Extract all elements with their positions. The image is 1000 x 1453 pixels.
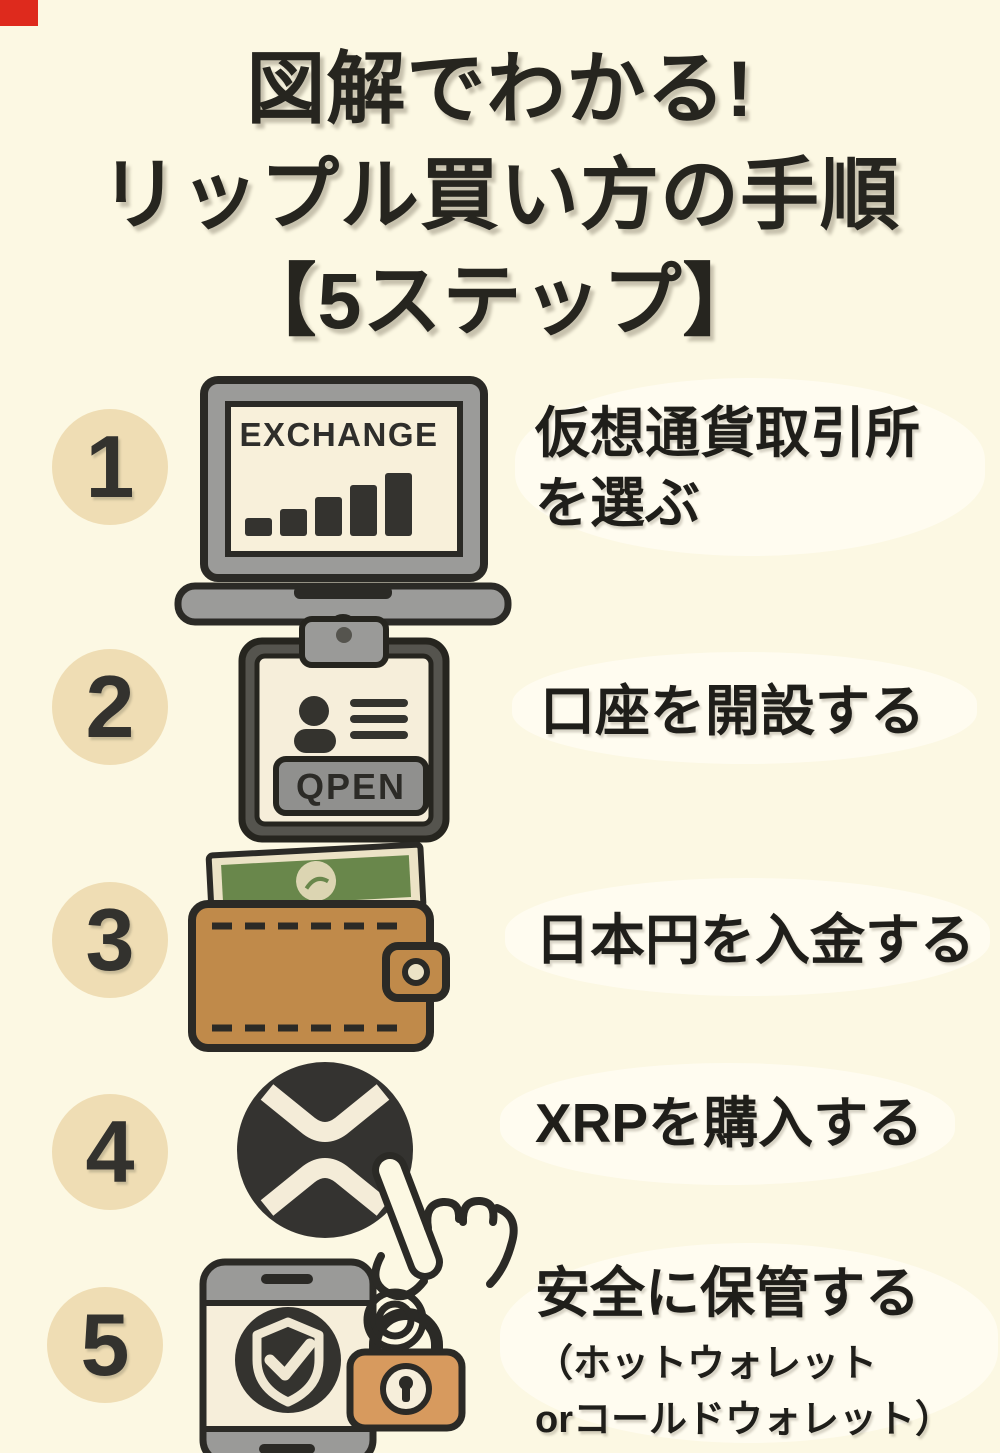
step-1-number-label: 1 bbox=[85, 417, 135, 516]
step-5-label: 安全に保管する （ホットウォレット orコールドウォレット） bbox=[535, 1258, 953, 1448]
step-5-label-line-2: （ホットウォレット bbox=[535, 1343, 878, 1385]
open-button-label: QPEN bbox=[296, 766, 406, 807]
clipboard-id-icon: QPEN bbox=[238, 614, 450, 843]
shield-icon bbox=[252, 1317, 324, 1407]
bar-chart-icon bbox=[245, 473, 412, 536]
highlight-blob bbox=[512, 652, 977, 764]
page-title: 図解でわかる! リップル買い方の手順 【5ステップ】 bbox=[0, 36, 1000, 354]
step-4-number-label: 4 bbox=[85, 1102, 135, 1201]
step-4-number: 4 bbox=[52, 1094, 168, 1210]
step-5-label-line-1: 安全に保管する bbox=[535, 1262, 921, 1324]
step-3-number: 3 bbox=[52, 882, 168, 998]
laptop-exchange-icon: EXCHANGE bbox=[174, 376, 512, 626]
step-2-label: 口座を開設する bbox=[540, 676, 925, 746]
highlight-blob bbox=[500, 1243, 998, 1443]
step-3-label-line-1: 日本円を入金する bbox=[535, 909, 976, 971]
highlight-blob bbox=[515, 378, 985, 556]
xrp-logo-icon bbox=[260, 1084, 390, 1216]
id-person-icon bbox=[294, 696, 408, 753]
step-1-label-line-2: を選ぶ bbox=[535, 472, 701, 534]
step-5-number-label: 5 bbox=[80, 1295, 130, 1394]
phone-shield-lock-icon bbox=[199, 1258, 466, 1453]
xrp-coin-tap-icon bbox=[237, 1062, 518, 1352]
corner-artifact bbox=[0, 0, 38, 26]
title-line-3: 【5ステップ】 bbox=[237, 256, 763, 345]
step-4-label: XRPを購入する bbox=[535, 1088, 923, 1158]
exchange-screen-label: EXCHANGE bbox=[239, 416, 438, 453]
step-1-label-line-1: 仮想通貨取引所 bbox=[535, 402, 921, 464]
padlock-icon bbox=[346, 1308, 466, 1432]
step-3-label: 日本円を入金する bbox=[535, 905, 975, 975]
step-3-number-label: 3 bbox=[85, 890, 135, 989]
wallet-cash-icon bbox=[188, 841, 450, 1052]
pointer-hand-icon bbox=[363, 1152, 518, 1352]
highlight-blob bbox=[505, 878, 990, 996]
highlight-blob bbox=[500, 1063, 955, 1185]
title-line-2: リップル買い方の手順 bbox=[100, 150, 900, 239]
step-1-number: 1 bbox=[52, 409, 168, 525]
step-5-number: 5 bbox=[47, 1287, 163, 1403]
step-2-number-label: 2 bbox=[85, 657, 135, 756]
step-2-label-line-1: 口座を開設する bbox=[540, 680, 926, 742]
step-4-label-line-1: XRPを購入する bbox=[535, 1092, 924, 1154]
step-1-label: 仮想通貨取引所 を選ぶ bbox=[535, 398, 920, 538]
tap-ripple-icon bbox=[363, 1288, 427, 1352]
checkmark-icon bbox=[264, 1338, 316, 1381]
step-2-number: 2 bbox=[52, 649, 168, 765]
step-5-label-line-3: orコールドウォレット） bbox=[535, 1399, 954, 1441]
title-line-1: 図解でわかる! bbox=[246, 44, 754, 133]
